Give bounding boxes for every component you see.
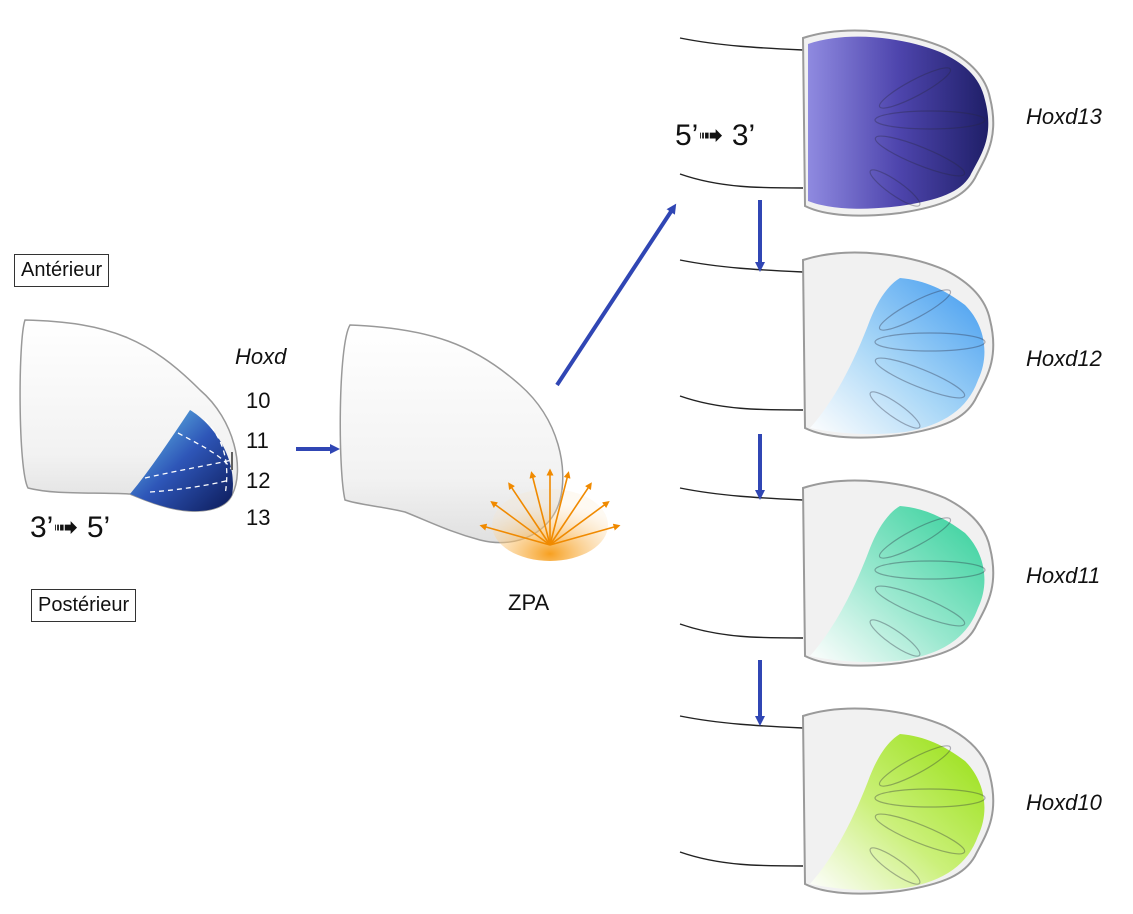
digit-condensation (874, 788, 986, 808)
expression-domain (810, 278, 985, 435)
zpa-arrow (549, 523, 621, 546)
digit-condensation (878, 517, 952, 559)
digit-condensation (878, 745, 952, 787)
gene-label-hoxd12: Hoxd12 (1026, 346, 1102, 371)
autopod-panels (679, 29, 995, 895)
posterior-label: Postérieur (31, 589, 137, 622)
hoxd-number-12: 12 (246, 468, 271, 493)
digit-condensation (878, 289, 952, 331)
arrow-middle-to-right (555, 203, 677, 387)
limb-outline-line (679, 173, 804, 189)
zpa-signal-arrows (479, 468, 621, 546)
gene-label-hoxd10: Hoxd10 (1026, 790, 1102, 815)
zpa-arrow (549, 501, 610, 546)
autopod-panel-hoxd12 (679, 251, 995, 439)
autopod-panel-hoxd13 (679, 29, 995, 217)
digit-condensation (878, 67, 952, 109)
limb-outline-line (679, 623, 804, 639)
middle-limb-bud (339, 324, 621, 561)
digit-condensation (874, 585, 966, 627)
left-limb-bud (19, 319, 239, 512)
hoxd-title: Hoxd (235, 344, 287, 369)
zpa-arrow (549, 471, 571, 546)
digit-condensation (874, 332, 986, 352)
expression-domain (808, 36, 989, 209)
autopod-panel-hoxd10 (679, 707, 995, 895)
autopod-panel-hoxd11 (679, 479, 995, 667)
expression-domain (810, 734, 985, 891)
digit-condensation (874, 560, 986, 580)
limb-outline-line (679, 851, 804, 867)
anterior-label: Antérieur (14, 254, 110, 287)
gene-label-hoxd11: Hoxd11 (1026, 563, 1101, 588)
digit-condensation (874, 135, 966, 177)
zpa-arrow (490, 501, 551, 546)
limb-outline-line (679, 715, 804, 729)
hoxd-expression-band (130, 410, 233, 512)
hoxd-number-10: 10 (246, 388, 271, 413)
digit-condensation (874, 813, 966, 855)
gene-label-hoxd13: Hoxd13 (1026, 104, 1102, 129)
zpa-arrow (549, 482, 592, 546)
zpa-label: ZPA (508, 590, 550, 615)
limb-outline-line (679, 259, 804, 273)
digit-condensation (874, 110, 986, 130)
digit-condensation (869, 391, 921, 429)
zpa-arrow (529, 471, 551, 546)
left-direction-label: 3’➟ 5’ (30, 511, 111, 544)
digit-condensation (869, 169, 921, 207)
right-direction-label: 5’➟ 3’ (675, 119, 756, 152)
limb-outline-line (679, 395, 804, 411)
digit-condensation (869, 619, 921, 657)
hoxd-number-11: 11 (246, 428, 269, 453)
zpa-arrow (479, 523, 551, 546)
limb-outline-line (679, 487, 804, 501)
hoxd-number-13: 13 (246, 505, 271, 530)
zpa-arrow (508, 482, 551, 546)
digit-condensation (869, 847, 921, 885)
expression-domain (810, 506, 985, 663)
digit-condensation (874, 357, 966, 399)
limb-outline-line (679, 37, 804, 51)
